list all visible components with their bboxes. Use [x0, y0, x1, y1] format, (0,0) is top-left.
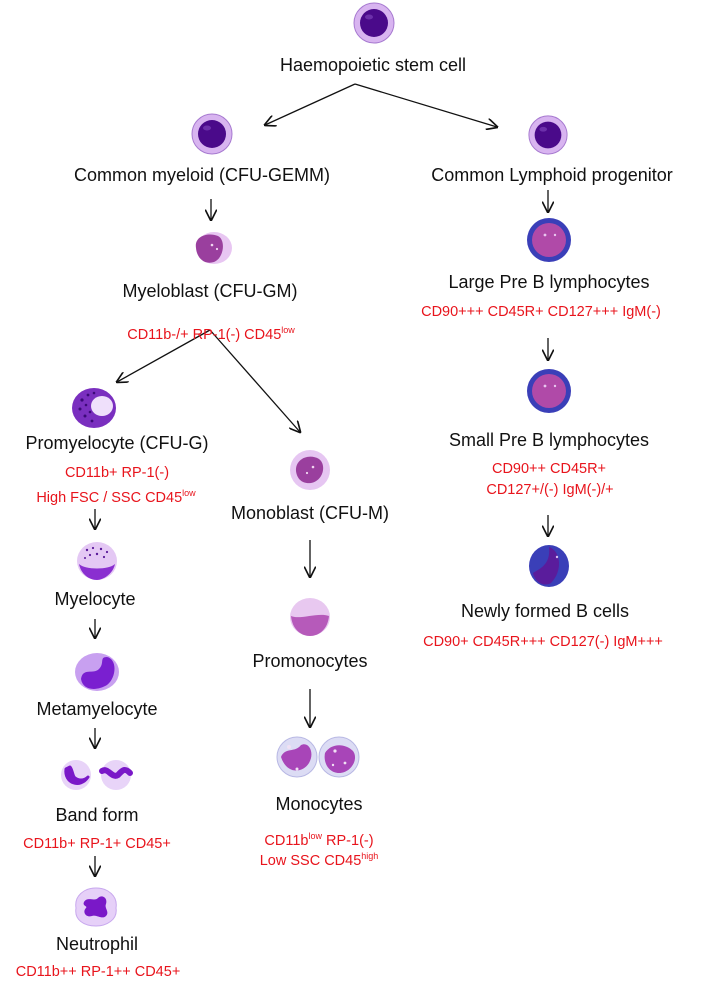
monocytes-markers-line2-text: Low SSC CD45	[259, 853, 362, 869]
newly-formed-b-label: Newly formed B cells	[460, 601, 630, 621]
myelocyte-cell-icon	[77, 542, 117, 580]
metamyelocyte-cell-icon	[75, 653, 119, 691]
myeloblast-markers-sup: low	[281, 325, 295, 335]
monoblast-label: Monoblast (CFU-M)	[230, 503, 390, 523]
common-myeloid-label: Common myeloid (CFU-GEMM)	[73, 165, 331, 185]
newly-formed-b-cell-icon	[529, 545, 569, 587]
common-myeloid-cell-icon	[191, 113, 233, 155]
small-pre-b-markers-line1: CD90++ CD45R+	[491, 461, 607, 477]
monocytes-markers-line1: CD11blow RP-1(-)	[264, 826, 373, 851]
metamyelocyte-label: Metamyelocyte	[36, 699, 158, 719]
band-form-cell-icon	[61, 760, 133, 790]
neutrophil-markers: CD11b++ RP-1++ CD45+	[15, 964, 181, 980]
promonocytes-label: Promonocytes	[252, 651, 368, 671]
band-form-label: Band form	[55, 805, 139, 825]
monocytes-markers-line1-b: RP-1(-)	[322, 833, 374, 849]
promyelocyte-markers-line1: CD11b+ RP-1(-)	[64, 465, 170, 481]
small-pre-b-label: Small Pre B lymphocytes	[448, 430, 650, 450]
small-pre-b-markers-line2: CD127+/(-) IgM(-)/+	[486, 482, 614, 498]
promyelocyte-label: Promyelocyte (CFU-G)	[25, 433, 209, 453]
stem-cell-icon	[353, 2, 395, 44]
arrow-myeloblast-to-promyelocyte	[117, 329, 211, 382]
promyelocyte-markers-line2-text: High FSC / SSC CD45	[36, 490, 183, 506]
promyelocyte-markers-line2-sup: low	[182, 488, 196, 498]
common-lymphoid-cell-icon	[528, 115, 568, 155]
myeloblast-markers: CD11b-/+ RP-1(-) CD45low	[127, 320, 295, 345]
monocytes-cell-icon	[276, 736, 360, 778]
band-form-markers: CD11b+ RP-1+ CD45+	[23, 836, 171, 852]
common-lymphoid-label: Common Lymphoid progenitor	[431, 165, 673, 185]
large-pre-b-cell-icon	[527, 218, 571, 262]
large-pre-b-label: Large Pre B lymphocytes	[448, 272, 650, 292]
promyelocyte-markers-line2: High FSC / SSC CD45low	[36, 483, 195, 508]
small-pre-b-cell-icon	[527, 369, 571, 413]
promonocyte-cell-icon	[290, 598, 330, 636]
monocytes-markers-line2-sup: high	[361, 851, 379, 861]
newly-formed-b-markers: CD90+ CD45R+++ CD127(-) IgM+++	[423, 634, 663, 650]
monocytes-markers-line1-a: CD11b	[264, 833, 309, 849]
arrow-stem-to-cmp	[265, 83, 356, 125]
myeloblast-cell-icon	[195, 232, 232, 264]
arrow-stem-to-clp	[354, 83, 497, 127]
monocytes-markers-line2: Low SSC CD45high	[260, 846, 379, 871]
promyelocyte-cell-icon	[72, 388, 116, 428]
monocytes-label: Monocytes	[275, 794, 363, 814]
monoblast-cell-icon	[290, 450, 330, 490]
stem-cell-label: Haemopoietic stem cell	[279, 55, 467, 75]
neutrophil-cell-icon	[75, 887, 117, 927]
myelocyte-label: Myelocyte	[54, 589, 136, 609]
monocytes-markers-line1-sup: low	[308, 831, 323, 841]
arrow-myeloblast-to-monoblast	[209, 329, 300, 432]
neutrophil-label: Neutrophil	[55, 934, 139, 954]
large-pre-b-markers: CD90+++ CD45R+ CD127+++ IgM(-)	[421, 304, 661, 320]
myeloblast-label: Myeloblast (CFU-GM)	[122, 281, 298, 301]
myeloblast-markers-text: CD11b-/+ RP-1(-) CD45	[127, 327, 282, 343]
